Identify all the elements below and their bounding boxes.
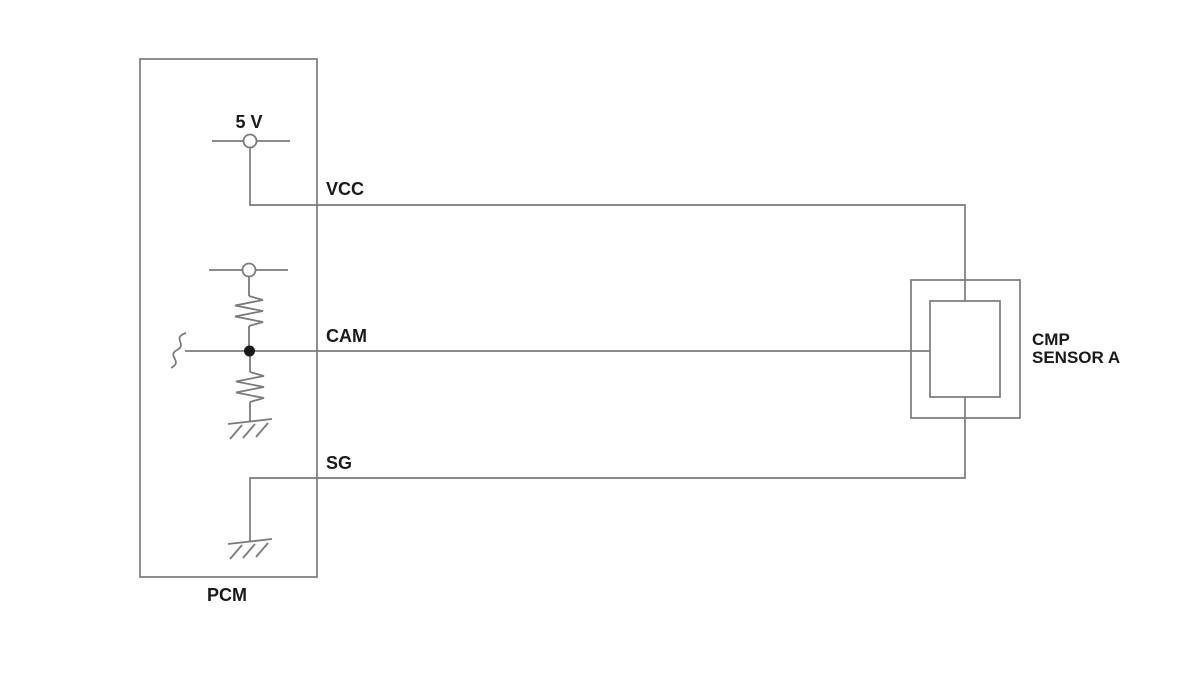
sg-wire bbox=[249, 397, 966, 541]
cam-terminal-icon bbox=[209, 262, 288, 296]
supply-5v-label: 5 V bbox=[235, 112, 262, 132]
pullup-resistor-icon bbox=[234, 295, 264, 351]
cmp-sensor-element-box bbox=[929, 300, 1001, 398]
vcc-wire bbox=[249, 147, 966, 301]
vcc-wire-label: VCC bbox=[326, 179, 364, 199]
pcm-box bbox=[139, 58, 318, 578]
cam-junction-dot bbox=[244, 345, 255, 357]
ground-icon bbox=[227, 418, 273, 440]
cam-wire-label: CAM bbox=[326, 326, 367, 346]
cmp-sensor-label-line2: SENSOR A bbox=[1032, 348, 1120, 367]
pulldown-resistor-icon bbox=[235, 351, 265, 421]
sg-wire-label: SG bbox=[326, 453, 352, 473]
cmp-sensor-label-line1: CMP bbox=[1032, 330, 1070, 349]
pcm-label: PCM bbox=[207, 585, 247, 605]
supply-terminal-icon bbox=[212, 133, 290, 149]
signal-ground-icon bbox=[227, 538, 273, 560]
wire-break-icon bbox=[170, 332, 187, 369]
